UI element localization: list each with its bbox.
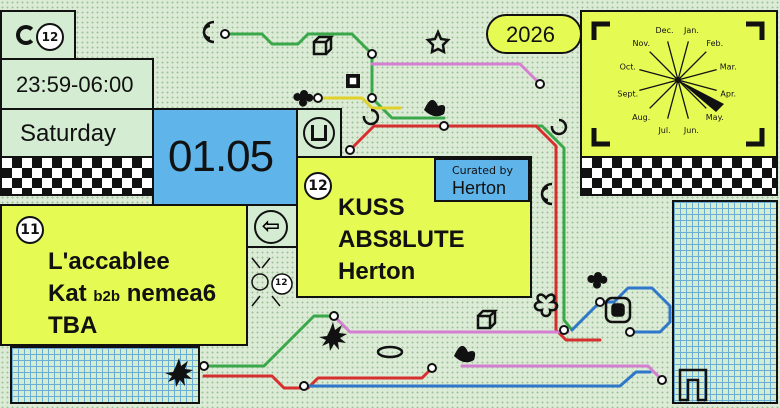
room-12-artist-3: Herton — [338, 258, 416, 285]
line-blue-lower — [302, 370, 652, 388]
event-year: 2026 — [506, 22, 555, 47]
refresh-icon-2 — [550, 118, 568, 136]
arrow-icon-cell: ⇦ — [244, 204, 298, 248]
clock-ray — [677, 51, 707, 81]
clock-ray — [667, 41, 679, 81]
c-letter-icon-2 — [540, 182, 553, 206]
artist-nemea6: nemea6 — [126, 280, 217, 307]
line-green-top — [223, 32, 446, 120]
flower-outline-icon — [533, 293, 559, 318]
line-red-right — [442, 124, 602, 342]
grid-panel-bottom-left — [10, 346, 200, 404]
clock-month-label: May. — [706, 113, 724, 122]
blob-shape-icon-2 — [454, 345, 476, 363]
event-day: Saturday — [20, 120, 117, 147]
clock-month-label: Jan. — [683, 26, 699, 35]
clock-month-label: Dec. — [656, 26, 674, 35]
curator-name: Herton — [452, 178, 507, 198]
flower-small-icon-2 — [587, 272, 608, 289]
line-green-lower — [202, 314, 336, 368]
room-11-panel: 11 L'accablee Kat b2b nemea6 TBA — [0, 204, 248, 346]
line-pink-bottom — [460, 364, 664, 382]
room-11-artist-4: TBA — [48, 312, 98, 339]
square-button-icon — [604, 296, 632, 324]
blob-shape-icon — [424, 99, 446, 117]
clock-month-label: Oct. — [620, 63, 636, 72]
logo-cell: 12 — [0, 10, 76, 60]
cube-icon — [312, 35, 335, 56]
room-11-artist-2: Kat b2b nemea6 — [48, 280, 216, 308]
clock-ray — [667, 79, 679, 119]
clock-hand — [678, 80, 724, 112]
clock-ray — [649, 79, 679, 109]
n-arch-icon — [678, 368, 708, 402]
room-11-number: 11 — [16, 216, 44, 244]
room-11-artist-1: L'accablee — [48, 248, 170, 275]
clock-ray — [677, 41, 689, 81]
clock-month-label: Nov. — [632, 39, 650, 48]
logo-number: 12 — [36, 23, 64, 51]
checker-strip-right — [580, 156, 778, 196]
tower-icon-cell — [296, 108, 342, 158]
refresh-icon — [362, 108, 380, 126]
clock-ray — [639, 69, 679, 81]
line-yellow-top — [316, 96, 402, 110]
cube-icon-2 — [476, 309, 499, 330]
date-cell: 01.05 — [152, 108, 298, 206]
star-icon — [425, 28, 451, 55]
checker-strip-left — [0, 156, 154, 196]
burst-icon — [319, 322, 347, 351]
curated-label: Curated by — [452, 164, 513, 177]
clock-ray — [677, 69, 717, 81]
day-cell: Saturday — [0, 108, 154, 158]
logo-c-icon — [16, 25, 36, 45]
clock-month-label: Mar. — [720, 63, 737, 72]
line-pink-top — [370, 62, 542, 86]
grid-panel-right — [672, 200, 778, 404]
tower-icon — [303, 117, 335, 149]
line-red-mid — [348, 124, 446, 152]
room-12-number: 12 — [304, 172, 332, 200]
burst-icon-2 — [165, 358, 193, 387]
clock-ray — [649, 51, 679, 81]
line-pink-lower — [332, 314, 570, 334]
clock-month-label: Jul. — [657, 126, 670, 135]
clock-frame — [591, 21, 765, 147]
b2b-label: b2b — [93, 288, 121, 305]
clock-month-label: Apr. — [720, 89, 736, 98]
clock-month-label: Feb. — [706, 39, 723, 48]
clock-ray — [677, 79, 689, 119]
artist-kat: Kat — [48, 280, 87, 307]
clock-center — [675, 77, 681, 83]
clock-ray — [639, 79, 679, 91]
room-12-artist-2: ABS8LUTE — [338, 226, 465, 253]
clock-month-label: Jun. — [683, 126, 699, 135]
line-green-right — [442, 124, 574, 332]
clock-month-label: Sept. — [617, 89, 638, 98]
time-cell: 23:59-06:00 — [0, 58, 154, 110]
event-time: 23:59-06:00 — [16, 72, 134, 97]
small-badge-number: 12 — [275, 278, 288, 288]
event-date: 01.05 — [168, 132, 274, 181]
c-letter-icon — [202, 20, 215, 44]
room-12-artist-1: KUSS — [338, 194, 405, 221]
disc-icon — [376, 345, 404, 359]
curated-box: Curated by Herton — [434, 158, 530, 202]
arrow-left-icon: ⇦ — [254, 210, 288, 244]
flower-small-icon — [293, 90, 314, 107]
clock-month-label: Aug. — [632, 113, 650, 122]
clock-rays — [639, 41, 717, 119]
clock-ray — [677, 79, 707, 109]
clock-ray — [677, 79, 717, 91]
